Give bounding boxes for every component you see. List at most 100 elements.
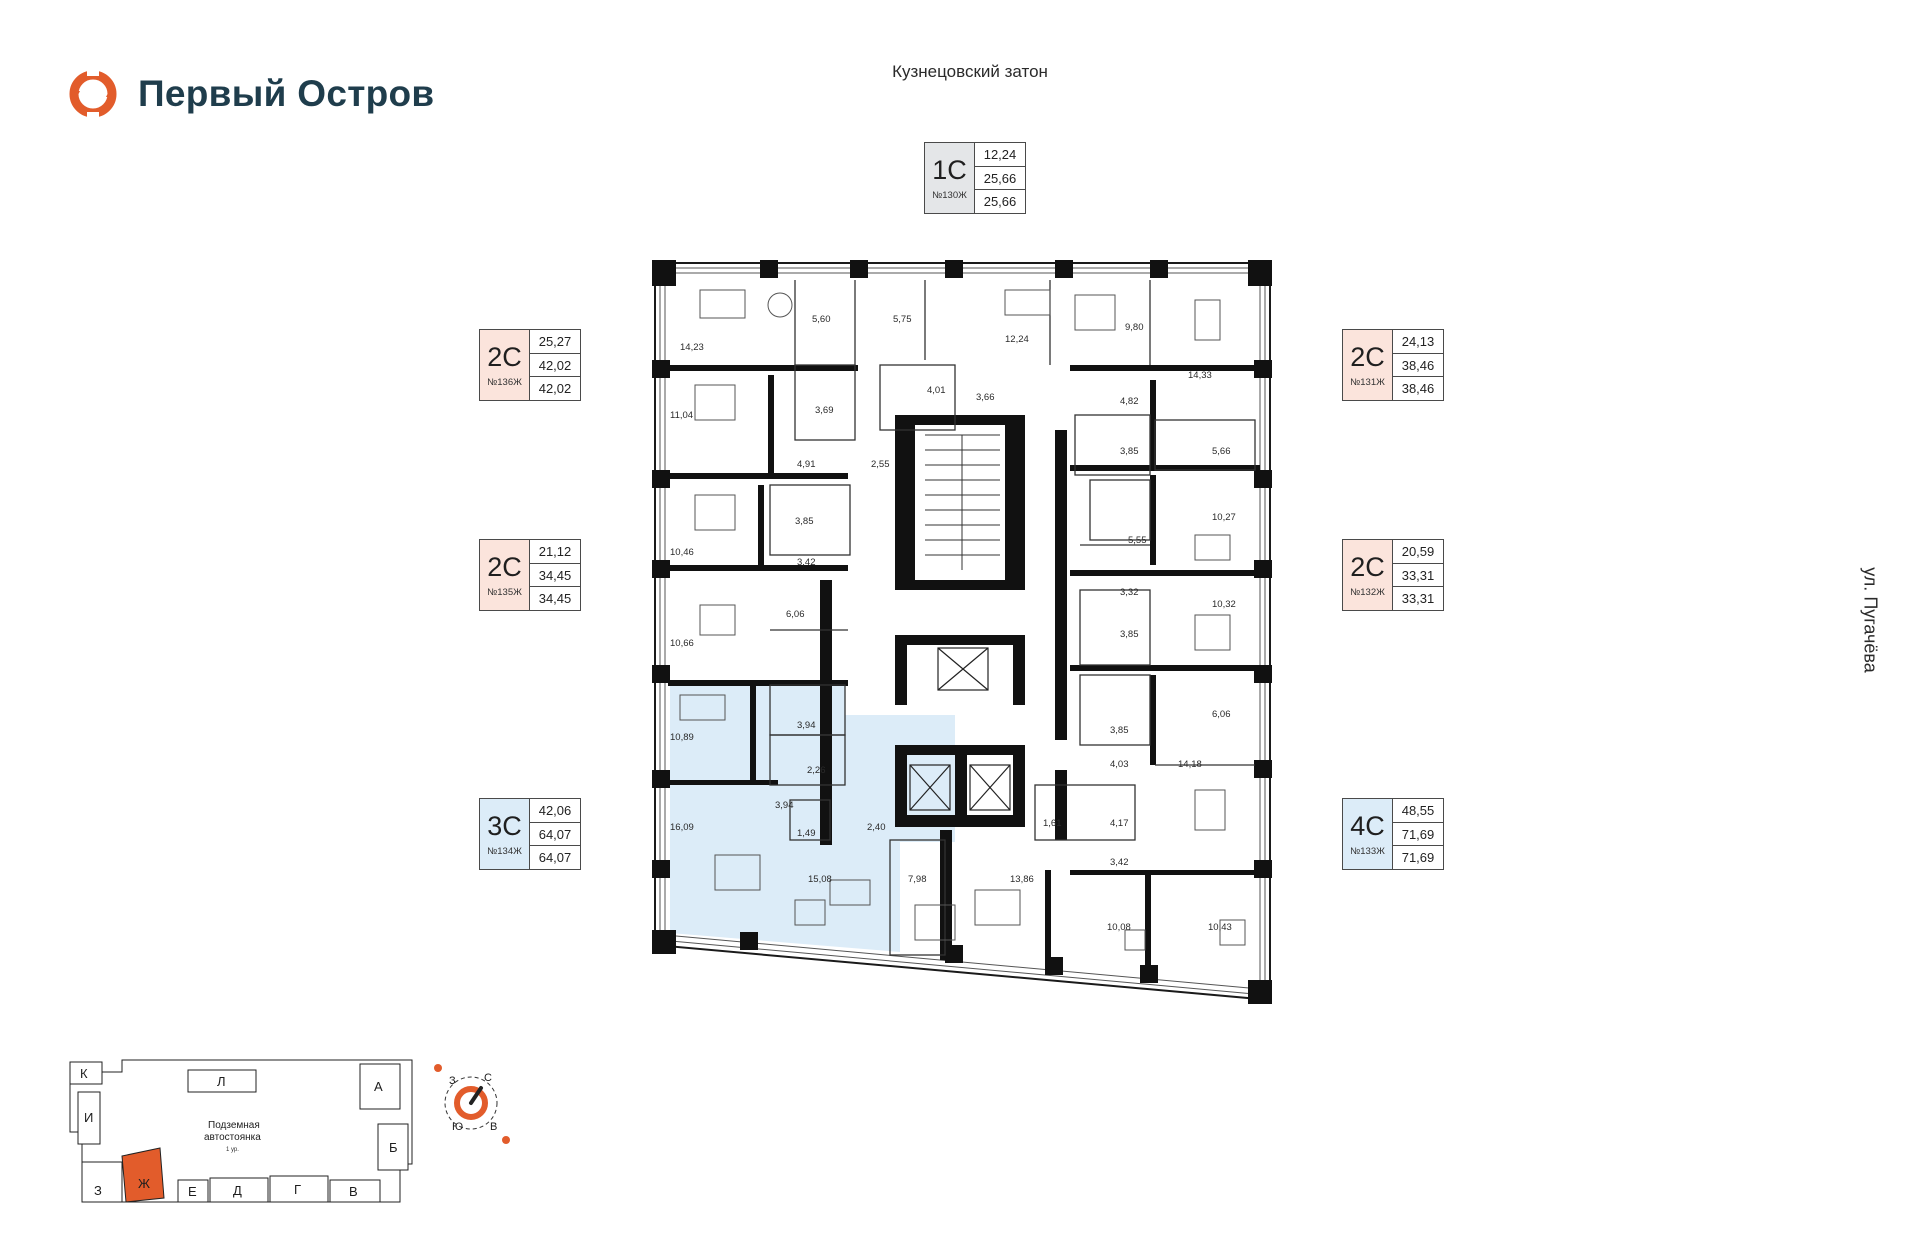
room-area: 5,75 (893, 314, 912, 325)
room-area: 14,23 (680, 342, 704, 353)
room-area: 1,49 (797, 828, 816, 839)
room-area: 2,26 (807, 765, 826, 776)
unit-living-area: 20,59 (1393, 540, 1443, 564)
room-area: 5,66 (1212, 446, 1231, 457)
room-area: 10,08 (1107, 922, 1131, 933)
window-frames (659, 267, 1266, 996)
furniture (679, 289, 1246, 951)
compass-south: Ю (452, 1121, 463, 1133)
section-i[interactable] (77, 1091, 101, 1145)
unit-type-cell: 2С №136Ж (480, 330, 530, 400)
unit-type: 3С (487, 810, 522, 841)
unit-card-134[interactable]: 3С №134Ж 42,06 64,07 64,07 (479, 798, 581, 870)
section-b[interactable] (377, 1123, 409, 1171)
unit-type-cell: 1С №130Ж (925, 143, 975, 213)
unit-card-131[interactable]: 2С №131Ж 24,13 38,46 38,46 (1342, 329, 1444, 401)
unit-full-area: 25,66 (983, 194, 1017, 210)
unit-areas: 25,27 42,02 42,02 (530, 330, 580, 400)
site-plan-map[interactable]: К Л А И Б З Ж Е Д Г В Подземная автостоя… (60, 1052, 420, 1212)
unit-full-area: 71,69 (1401, 850, 1435, 866)
unit-living-area: 25,27 (530, 330, 580, 354)
staircase (925, 434, 1000, 570)
room-area: 3,69 (815, 405, 834, 416)
section-v[interactable] (329, 1179, 381, 1203)
section-label: Д (233, 1183, 242, 1198)
unit-card-130[interactable]: 1С №130Ж 12,24 25,66 25,66 (924, 142, 1026, 214)
unit-card-135[interactable]: 2С №135Ж 21,12 34,45 34,45 (479, 539, 581, 611)
room-area: 15,08 (808, 874, 832, 885)
room-area: 11,04 (670, 410, 693, 421)
unit-type: 4С (1350, 810, 1385, 841)
room-area: 3,85 (1120, 629, 1139, 640)
brand-logo: Первый Остров (66, 66, 434, 122)
room-area: 4,03 (1110, 759, 1129, 770)
unit-type: 2С (1350, 341, 1385, 372)
unit-areas: 12,24 25,66 25,66 (975, 143, 1025, 213)
room-area: 5,60 (812, 314, 831, 325)
room-area: 4,91 (797, 459, 816, 470)
unit-total-area: 38,46 (1393, 354, 1443, 378)
room-area: 3,66 (976, 392, 995, 403)
unit-type: 2С (1350, 551, 1385, 582)
section-z[interactable] (81, 1161, 123, 1203)
unit-living-area: 12,24 (975, 143, 1025, 167)
unit-type-cell: 2С №132Ж (1343, 540, 1393, 610)
room-area: 9,80 (1125, 322, 1144, 333)
unit-total-area: 71,69 (1393, 823, 1443, 847)
unit-card-132[interactable]: 2С №132Ж 20,59 33,31 33,31 (1342, 539, 1444, 611)
section-label: К (80, 1066, 88, 1081)
room-area: 3,42 (797, 557, 816, 568)
section-label: З (94, 1183, 102, 1198)
street-label-side: ул. Пугачёва (1860, 567, 1881, 673)
room-area: 3,42 (1110, 857, 1129, 868)
section-g[interactable] (269, 1175, 329, 1203)
unit-number: №130Ж (932, 189, 967, 201)
unit-full-area: 38,46 (1401, 381, 1435, 397)
compass-east: В (490, 1121, 497, 1133)
section-l[interactable] (187, 1069, 257, 1093)
room-area: 3,85 (1120, 446, 1139, 457)
unit-card-133[interactable]: 4С №133Ж 48,55 71,69 71,69 (1342, 798, 1444, 870)
room-area: 10,27 (1212, 512, 1236, 523)
room-area: 10,66 (670, 638, 694, 649)
unit-number: №131Ж (1350, 376, 1385, 388)
unit-living-area: 24,13 (1393, 330, 1443, 354)
structural-walls (652, 260, 1272, 1004)
street-label-top: Кузнецовский затон (892, 62, 1048, 81)
room-area: 2,55 (871, 459, 890, 470)
parking-label: автостоянка (204, 1132, 261, 1143)
section-label: И (84, 1110, 93, 1125)
unit-total-area: 34,45 (530, 564, 580, 588)
unit-type: 2С (487, 341, 522, 372)
room-area: 1,61 (1043, 818, 1062, 829)
unit-type: 2С (487, 551, 522, 582)
unit-areas: 42,06 64,07 64,07 (530, 799, 580, 869)
unit-total-area: 33,31 (1393, 564, 1443, 588)
section-d[interactable] (209, 1177, 269, 1203)
section-a[interactable] (359, 1063, 401, 1110)
apartment-highlight-134[interactable] (670, 685, 955, 952)
parking-label: Подземная (208, 1120, 260, 1131)
compass-ring (444, 1076, 498, 1130)
section-label: Б (389, 1140, 398, 1155)
unit-number: №136Ж (487, 376, 522, 388)
section-e[interactable] (177, 1179, 209, 1203)
room-area: 14,18 (1178, 759, 1202, 770)
room-area: 6,06 (786, 609, 805, 620)
section-zh-highlight[interactable] (121, 1147, 165, 1203)
unit-living-area: 42,06 (530, 799, 580, 823)
unit-living-area: 21,12 (530, 540, 580, 564)
section-label: Ж (138, 1176, 150, 1191)
section-k[interactable] (69, 1061, 103, 1085)
unit-number: №135Ж (487, 586, 522, 598)
brand-name: Первый Остров (138, 73, 435, 114)
building-outline (654, 262, 1271, 1002)
room-area: 7,98 (908, 874, 927, 885)
unit-number: №132Ж (1350, 586, 1385, 598)
unit-card-136[interactable]: 2С №136Ж 25,27 42,02 42,02 (479, 329, 581, 401)
unit-areas: 24,13 38,46 38,46 (1393, 330, 1443, 400)
unit-living-area: 48,55 (1393, 799, 1443, 823)
compass: С З Ю В (434, 1064, 510, 1144)
unit-full-area: 34,45 (538, 591, 572, 607)
unit-full-area: 42,02 (538, 381, 572, 397)
